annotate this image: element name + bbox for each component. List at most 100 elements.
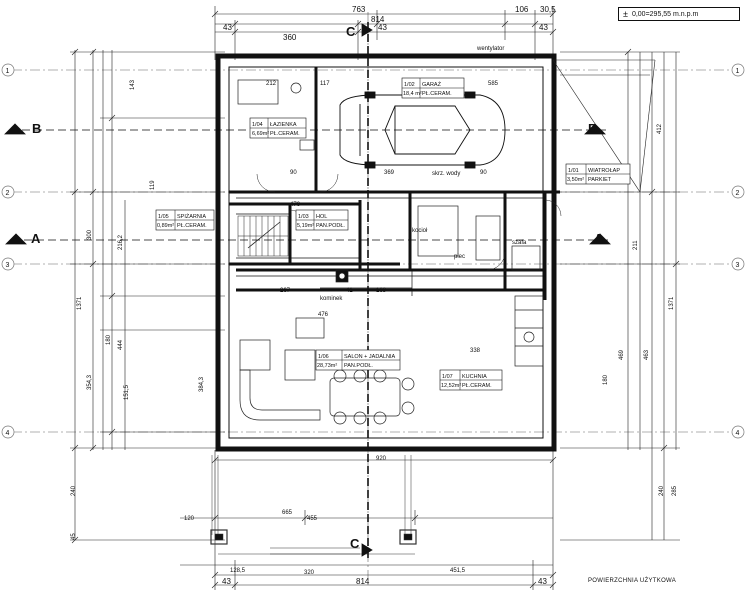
note-kociol: kocioł: [412, 228, 428, 234]
svg-text:119: 119: [150, 180, 156, 190]
room-id: 1/05: [158, 214, 169, 220]
svg-text:117: 117: [320, 81, 330, 87]
room-floor: PARKIET: [588, 177, 612, 183]
svg-text:43: 43: [539, 23, 548, 32]
dimension-lines: [70, 6, 680, 590]
section-a-right-label: A: [594, 231, 604, 246]
axis-label-right-2: 2: [736, 190, 740, 197]
note-wentylator: wentylator: [476, 46, 504, 52]
svg-text:476: 476: [290, 202, 301, 208]
svg-text:360: 360: [283, 33, 297, 42]
room-name: KUCHNIA: [462, 374, 487, 380]
dimension-texts: 763 43 814 106 30,5 360 43 43 212 585 11…: [184, 5, 556, 586]
axis-label-3: 3: [6, 262, 10, 269]
room-area: 18,4 m²: [403, 91, 422, 97]
svg-text:30,5: 30,5: [540, 5, 556, 14]
svg-text:216,2: 216,2: [118, 234, 124, 250]
stairs: [237, 215, 289, 257]
annotations: wentylator skrz. wody kocioł piec szafa …: [320, 46, 527, 302]
svg-text:43: 43: [223, 23, 232, 32]
note-kominek: kominek: [320, 296, 343, 302]
room-area: 12,52m²: [441, 383, 461, 389]
svg-text:369: 369: [384, 170, 395, 176]
room-name: SALON + JADALNIA: [344, 354, 396, 360]
svg-text:814: 814: [371, 15, 385, 24]
room-name: HOL: [316, 214, 327, 220]
svg-text:90: 90: [290, 170, 297, 176]
section-b-right-label: B: [588, 121, 597, 136]
svg-text:469: 469: [619, 349, 625, 360]
vertical-dimension-texts: 143 119 300 216,2 1371 354,3 151,5 240 4…: [71, 79, 678, 540]
svg-text:285: 285: [672, 485, 678, 496]
room-name: ŁAZIENKA: [270, 122, 297, 128]
room-area: 5,19m²: [297, 223, 314, 229]
room-label-wiatrolap: 1/01 WIATROŁAP 3,50m² PARKIET: [565, 163, 631, 185]
room-name: WIATROŁAP: [588, 168, 620, 174]
svg-text:444: 444: [118, 339, 124, 350]
room-name: GARAŻ: [422, 81, 442, 88]
svg-text:384,3: 384,3: [199, 376, 205, 392]
svg-text:763: 763: [352, 5, 366, 14]
svg-text:168: 168: [376, 288, 387, 294]
room-floor: PAN.PODŁ.: [316, 223, 345, 229]
note-szafa: szafa: [512, 240, 527, 246]
svg-text:463: 463: [644, 349, 650, 360]
svg-text:41: 41: [346, 288, 353, 294]
svg-text:43: 43: [222, 577, 231, 586]
terrace-posts: [210, 455, 417, 555]
thin-walls: [236, 197, 545, 296]
svg-text:120: 120: [184, 516, 195, 522]
axis-markers-left: 1 2 3 4: [1, 63, 15, 439]
section-b-left-label: B: [32, 121, 41, 136]
level-legend: ± 0,00=295,55 m.n.p.m: [618, 7, 740, 21]
room-area: 3,50m²: [567, 177, 584, 183]
room-area: 6,69m²: [252, 131, 269, 137]
svg-text:338: 338: [470, 348, 481, 354]
section-c-bottom-label: C: [350, 536, 360, 551]
svg-text:151,5: 151,5: [124, 384, 130, 400]
axis-label-1: 1: [6, 68, 10, 75]
room-floor: PŁ.CERAM.: [462, 383, 492, 389]
svg-text:90: 90: [480, 170, 487, 176]
room-floor: PAN.PODŁ.: [344, 363, 373, 369]
level-text: 0,00=295,55 m.n.p.m: [631, 10, 699, 18]
footer-caption: POWIERZCHNIA UŻYTKOWA: [588, 578, 677, 584]
room-area: 28,73m²: [317, 363, 337, 369]
svg-text:476: 476: [318, 312, 329, 318]
svg-text:267: 267: [280, 288, 291, 294]
svg-text:128,5: 128,5: [230, 568, 246, 574]
section-a-left-label: A: [31, 231, 41, 246]
axis-label-2: 2: [6, 190, 10, 197]
svg-text:320: 320: [304, 570, 315, 576]
svg-text:814: 814: [356, 577, 370, 586]
room-name: SPIŻARNIA: [177, 213, 206, 220]
room-label-kuchnia: 1/07 KUCHNIA 12,52m² PŁ.CERAM.: [439, 369, 503, 391]
axis-label-4: 4: [6, 430, 10, 437]
interior-walls: [229, 67, 560, 300]
axis-label-right-3: 3: [736, 262, 740, 269]
room-label-spizarnia: 1/05 SPIŻARNIA 0,89m² PŁ.CERAM.: [155, 209, 215, 231]
svg-text:212: 212: [266, 81, 277, 87]
section-c-top-label: C: [346, 24, 356, 39]
svg-text:106: 106: [515, 5, 529, 14]
room-label-garaz: 1/02 GARAŻ 18,4 m² PŁ.CERAM.: [401, 77, 465, 99]
outer-walls: [215, 53, 557, 452]
svg-text:180: 180: [106, 334, 112, 345]
svg-text:43: 43: [378, 23, 387, 32]
svg-text:451,5: 451,5: [450, 568, 466, 574]
room-id: 1/02: [404, 82, 415, 88]
svg-text:920: 920: [376, 456, 387, 462]
room-label-hol: 1/03 HOL 5,19m² PAN.PODŁ.: [295, 209, 349, 231]
level-symbol-icon: ±: [623, 9, 628, 19]
svg-text:43: 43: [538, 577, 547, 586]
svg-text:240: 240: [659, 485, 665, 496]
svg-text:665: 665: [282, 510, 293, 516]
note-skrz-wody: skrz. wody: [432, 171, 460, 177]
note-piec: piec: [454, 254, 465, 260]
room-label-lazienka: 1/04 ŁAZIENKA 6,69m² PŁ.CERAM.: [249, 117, 307, 139]
room-area: 0,89m²: [157, 223, 174, 229]
room-id: 1/03: [298, 214, 309, 220]
room-floor: PŁ.CERAM.: [177, 223, 207, 229]
axis-label-right-4: 4: [736, 430, 740, 437]
